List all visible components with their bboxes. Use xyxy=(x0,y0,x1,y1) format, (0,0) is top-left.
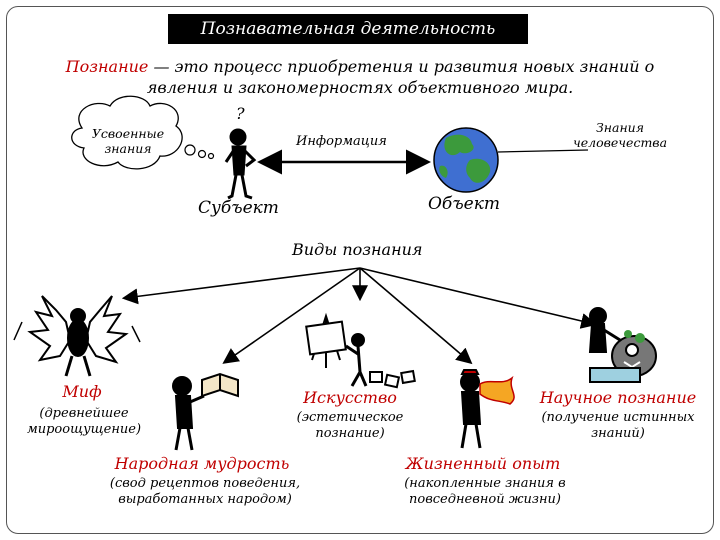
types-heading: Виды познания xyxy=(292,240,423,259)
fire-breather-icon xyxy=(460,369,515,449)
myth-title: Миф xyxy=(62,382,102,401)
life-desc: (накопленные знания в повседневной жизни… xyxy=(404,476,566,507)
bat-creature-icon xyxy=(13,295,141,377)
life-title: Жизненный опыт xyxy=(405,454,561,473)
thought-bubble-text: Усвоенные знания xyxy=(91,126,165,156)
branch-arrows xyxy=(121,267,598,365)
subject-figure-icon xyxy=(224,128,257,200)
book-reader-icon xyxy=(172,372,239,451)
slide-title: Познавательная деятельность xyxy=(168,14,528,44)
subject-label: Субъект xyxy=(198,198,279,218)
science-title: Научное познание xyxy=(539,388,697,407)
scientist-icon xyxy=(588,307,657,383)
science-desc: (получение истинных знаний) xyxy=(541,410,695,441)
knowledge-connector xyxy=(497,149,589,153)
myth-desc: (древнейшее мироощущение) xyxy=(26,406,142,437)
slide-frame xyxy=(6,6,714,534)
easel-painter-icon xyxy=(305,312,416,389)
art-desc: (эстетическое познание) xyxy=(296,410,404,441)
globe-icon xyxy=(433,127,499,193)
art-title: Искусство xyxy=(303,388,397,407)
definition: Познание — это процесс приобретения и ра… xyxy=(30,56,690,98)
object-label: Объект xyxy=(428,194,500,214)
definition-term: Познание xyxy=(65,57,149,76)
thought-cloud xyxy=(71,95,215,170)
information-label: Информация xyxy=(296,134,387,149)
knowledge-label: Знания человечества xyxy=(572,120,668,150)
folk-desc: (свод рецептов поведения, выработанных н… xyxy=(109,476,301,507)
definition-text: — это процесс приобретения и развития но… xyxy=(146,57,655,97)
question-mark: ? xyxy=(236,104,245,123)
folk-title: Народная мудрость xyxy=(114,454,290,473)
